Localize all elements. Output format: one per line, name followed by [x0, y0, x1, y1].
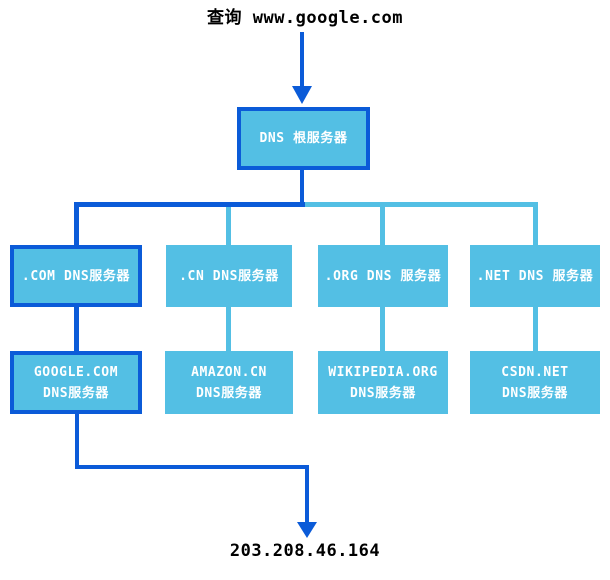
- node-label: DNS 根服务器: [259, 131, 348, 146]
- connector-cn-to-amazon: [226, 307, 231, 352]
- connector-com-to-google: [74, 307, 79, 352]
- node-com-dns-server: .COM DNS服务器: [10, 245, 142, 307]
- node-label: .ORG DNS 服务器: [324, 268, 442, 284]
- node-label-line1: AMAZON.CN: [191, 364, 267, 380]
- connector-branch-to-net: [533, 202, 538, 246]
- connector-branch-to-cn: [226, 202, 231, 246]
- connector-branch-to-com: [74, 202, 79, 246]
- node-amazon-dns-server: AMAZON.CN DNS服务器: [165, 351, 293, 414]
- node-csdn-dns-server: CSDN.NET DNS服务器: [470, 351, 600, 414]
- node-label-line2: DNS服务器: [501, 385, 569, 401]
- connector-root-down: [300, 168, 304, 204]
- query-label: 查询 www.google.com: [206, 8, 404, 28]
- node-label-line2: DNS服务器: [195, 385, 263, 401]
- node-cn-dns-server: .CN DNS服务器: [166, 245, 292, 307]
- node-net-dns-server: .NET DNS 服务器: [470, 245, 600, 307]
- arrow-down-icon: [297, 522, 317, 538]
- node-label-line2: DNS服务器: [42, 385, 110, 401]
- node-label: .CN DNS服务器: [179, 268, 279, 284]
- result-ip-label: 203.208.46.164: [229, 541, 381, 561]
- node-wikipedia-dns-server: WIKIPEDIA.ORG DNS服务器: [318, 351, 448, 414]
- node-label-line1: GOOGLE.COM: [33, 364, 119, 380]
- connector-net-to-csdn: [533, 307, 538, 352]
- node-google-dns-server: GOOGLE.COM DNS服务器: [10, 351, 142, 414]
- arrow-to-ip-shaft: [305, 465, 309, 525]
- node-dns-root-server: DNS 根服务器: [237, 107, 370, 170]
- path-google-down: [75, 412, 79, 469]
- node-label-line2: DNS服务器: [349, 385, 417, 401]
- path-bottom-horizontal: [75, 465, 309, 469]
- node-org-dns-server: .ORG DNS 服务器: [318, 245, 448, 307]
- node-label: .COM DNS服务器: [21, 268, 131, 284]
- node-label: .NET DNS 服务器: [476, 268, 594, 284]
- arrow-down-icon: [292, 86, 312, 104]
- path-horizontal-to-com: [74, 202, 305, 207]
- arrow-query-to-root-shaft: [300, 32, 304, 90]
- node-label-line1: CSDN.NET: [501, 364, 569, 380]
- node-label-line1: WIKIPEDIA.ORG: [328, 364, 438, 380]
- connector-branch-to-org: [380, 202, 385, 246]
- connector-org-to-wikipedia: [380, 307, 385, 352]
